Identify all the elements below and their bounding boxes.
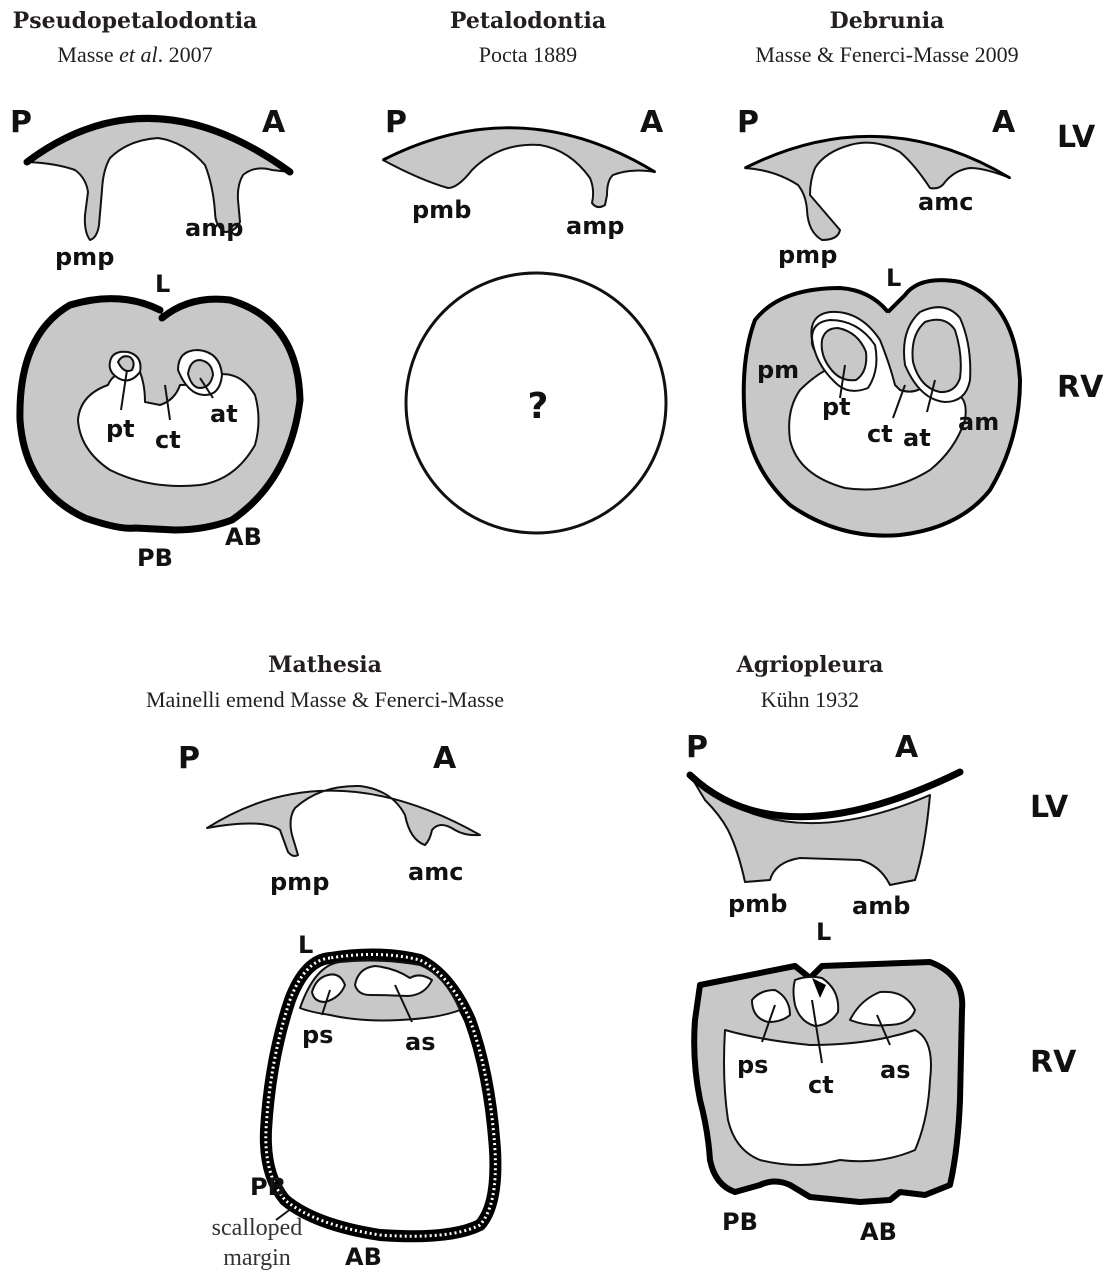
label-ligament: L <box>155 270 170 298</box>
author-suffix: . 2007 <box>158 42 213 67</box>
label-posterior: P <box>10 105 32 140</box>
label-anterior: A <box>640 105 664 140</box>
label-ligament: L <box>886 264 901 292</box>
label-ps: ps <box>302 1021 333 1049</box>
label-margin: margin <box>223 1245 291 1271</box>
label-ct: ct <box>155 426 181 454</box>
panel-mathesia: Mathesia Mainelli emend Masse & Fenerci-… <box>146 652 504 1271</box>
label-ct: ct <box>867 420 893 448</box>
label-pm: pm <box>757 356 799 384</box>
label-pt: pt <box>822 393 851 421</box>
label-posterior: P <box>178 741 200 776</box>
label-as: as <box>405 1028 435 1056</box>
label-pmp: pmp <box>778 241 837 269</box>
panel-author: Mainelli emend Masse & Fenerci-Masse <box>146 687 504 712</box>
label-anterior: A <box>262 105 286 140</box>
label-posterior: P <box>385 105 407 140</box>
label-ligament: L <box>298 931 313 959</box>
row-label-lv-top: LV <box>1057 120 1096 155</box>
label-anterior-border: AB <box>345 1243 382 1271</box>
panel-author: Pocta 1889 <box>479 42 577 67</box>
label-at: at <box>210 400 238 428</box>
panel-author: Masse et al. 2007 <box>57 42 212 67</box>
label-anterior-border: AB <box>225 523 262 551</box>
label-anterior: A <box>433 741 457 776</box>
panel-debrunia: Debrunia Masse & Fenerci-Masse 2009 P A … <box>737 8 1020 536</box>
panel-title: Debrunia <box>830 8 945 34</box>
label-ps: ps <box>737 1051 768 1079</box>
label-posterior-border: PB <box>250 1173 286 1201</box>
panel-title: Petalodontia <box>450 8 606 34</box>
unknown-mark: ? <box>528 386 549 427</box>
panel-pseudopetalodontia: Pseudopetalodontia Masse et al. 2007 P A… <box>10 8 300 572</box>
label-scalloped: scalloped <box>212 1215 303 1241</box>
anterior-tooth <box>188 360 213 388</box>
panel-agriopleura: Agriopleura Kühn 1932 P A pmb amb L ps c… <box>686 652 962 1246</box>
label-pmb: pmb <box>728 890 787 918</box>
label-anterior: A <box>992 105 1016 140</box>
label-pmp: pmp <box>270 868 329 896</box>
left-valve-section <box>207 786 480 856</box>
panel-title: Agriopleura <box>736 652 884 678</box>
label-pt: pt <box>106 415 135 443</box>
label-posterior-border: PB <box>137 544 173 572</box>
author-prefix: Masse <box>57 42 119 67</box>
label-amc: amc <box>918 188 973 216</box>
label-ligament: L <box>816 918 831 946</box>
label-anterior-border: AB <box>860 1218 897 1246</box>
left-valve-section <box>690 775 930 885</box>
panel-author: Masse & Fenerci-Masse 2009 <box>755 42 1018 67</box>
label-ct: ct <box>808 1071 834 1099</box>
label-posterior-border: PB <box>722 1208 758 1236</box>
label-am: am <box>958 408 999 436</box>
label-posterior: P <box>686 730 708 765</box>
author-italic: et al <box>119 42 158 67</box>
label-amb: amb <box>852 892 910 920</box>
label-at: at <box>903 424 931 452</box>
panel-title: Pseudopetalodontia <box>13 8 258 34</box>
label-as: as <box>880 1056 910 1084</box>
label-amc: amc <box>408 858 463 886</box>
label-anterior: A <box>895 730 919 765</box>
label-pmb: pmb <box>412 196 471 224</box>
label-amp: amp <box>185 214 243 242</box>
row-label-rv-bottom: RV <box>1030 1045 1077 1080</box>
row-label-lv-bottom: LV <box>1030 790 1069 825</box>
panel-title: Mathesia <box>268 652 382 678</box>
label-pmp: pmp <box>55 243 114 271</box>
row-label-rv-top: RV <box>1057 370 1104 405</box>
panel-petalodontia: Petalodontia Pocta 1889 P A pmb amp ? <box>383 8 666 533</box>
label-posterior: P <box>737 105 759 140</box>
panel-author: Kühn 1932 <box>761 687 859 712</box>
label-amp: amp <box>566 212 624 240</box>
